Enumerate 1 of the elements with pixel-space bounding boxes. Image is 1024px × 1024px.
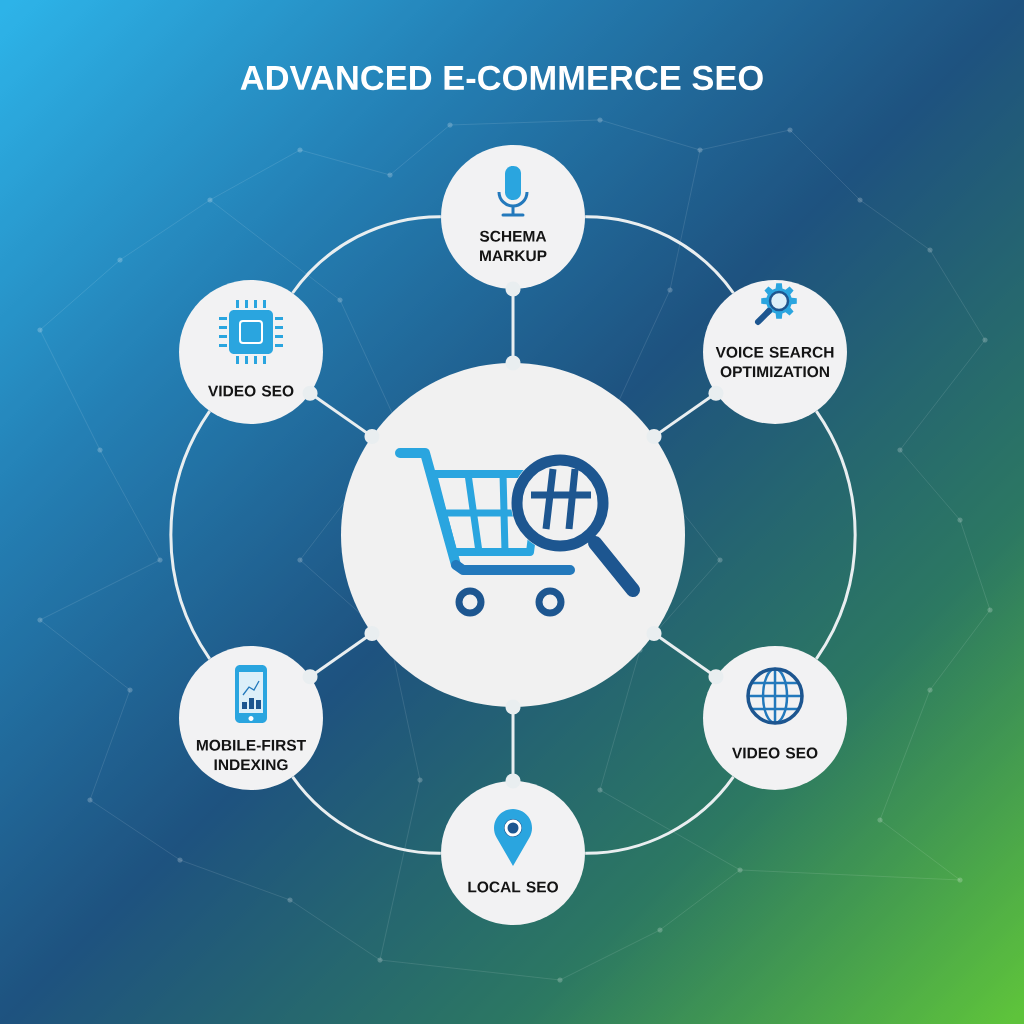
title: ADVANCED E-COMMERCE SEO bbox=[240, 65, 763, 91]
